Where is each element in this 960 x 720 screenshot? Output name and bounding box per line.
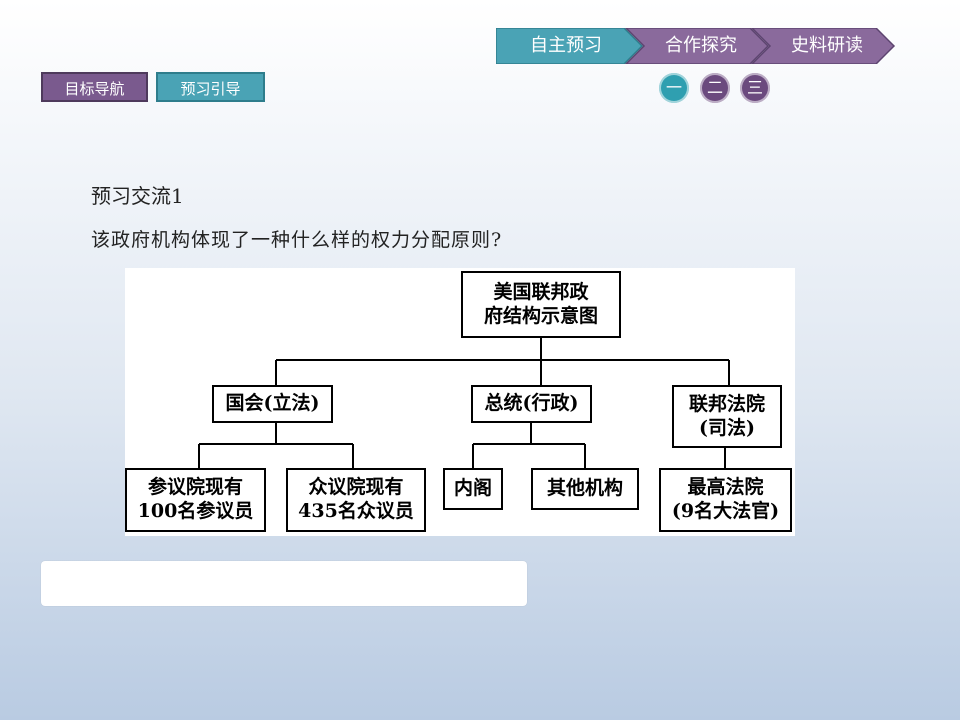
other-agencies-node: 其他机构 xyxy=(531,468,639,510)
government-structure-diagram: 美国联邦政 府结构示意图 国会(立法) 总统(行政) 联邦法院 (司法) 参议院… xyxy=(125,268,795,536)
supreme-court-node: 最高法院 (9名大法官) xyxy=(659,468,792,532)
legislative-node: 国会(立法) xyxy=(212,385,333,423)
judicial-node: 联邦法院 (司法) xyxy=(672,385,782,448)
senate-node: 参议院现有 100名参议员 xyxy=(125,468,266,532)
executive-node: 总统(行政) xyxy=(471,385,592,423)
answer-box[interactable] xyxy=(41,561,527,606)
tab-preview-guide[interactable]: 预习引导 xyxy=(156,72,265,102)
step-arrows xyxy=(496,28,896,64)
step-self-study[interactable]: 自主预习 xyxy=(530,35,602,56)
step-cooperative-inquiry[interactable]: 合作探究 xyxy=(665,35,737,56)
root-node: 美国联邦政 府结构示意图 xyxy=(461,271,621,338)
question-title: 预习交流1 xyxy=(91,184,184,208)
cabinet-node: 内阁 xyxy=(443,468,503,510)
page-button-1[interactable]: 一 xyxy=(659,73,689,103)
step-navigation: 自主预习 合作探究 史料研读 xyxy=(496,28,896,64)
house-node: 众议院现有 435名众议员 xyxy=(286,468,426,532)
page-button-3[interactable]: 三 xyxy=(740,73,770,103)
diagram-connectors xyxy=(198,338,730,468)
step-historical-materials[interactable]: 史料研读 xyxy=(791,35,863,56)
page-button-2[interactable]: 二 xyxy=(700,73,730,103)
tab-objectives[interactable]: 目标导航 xyxy=(41,72,148,102)
question-text: 该政府机构体现了一种什么样的权力分配原则? xyxy=(91,229,503,251)
